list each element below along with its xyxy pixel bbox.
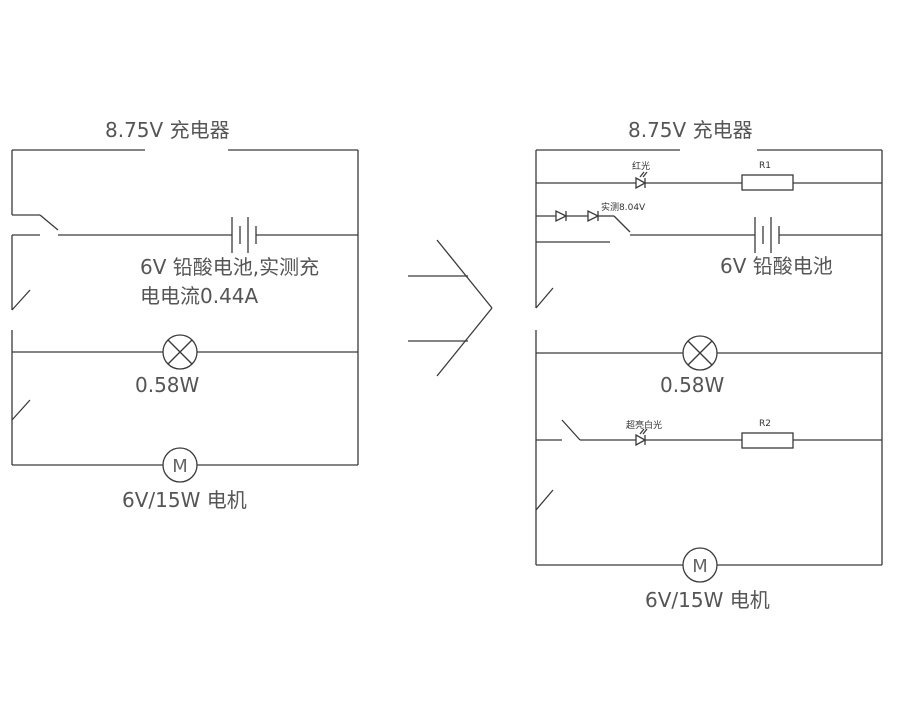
charger-label-right: 8.75V 充电器 [628,118,753,142]
motor-letter: M [172,456,188,477]
motor-symbol-right: M [682,547,718,583]
motor-label: 6V/15W 电机 [122,488,247,512]
diode-2-symbol [587,209,600,223]
diode-1-symbol [555,209,568,223]
battery-label-line-1: 6V 铅酸电池,实测充 [140,255,319,279]
lamp-label-right: 0.58W [660,373,725,397]
motor-label-right: 6V/15W 电机 [645,588,770,612]
r2-label: R2 [759,419,771,429]
left-circuit: M 8.75V 充电器 6V 铅酸电池,实测充 电电流0.44A 0.58W 6… [11,118,359,512]
lamp-label: 0.58W [135,373,200,397]
red-led-label: 红光 [632,160,650,172]
right-circuit: M 8.75V 充电器 红光 R1 实测8.04V 6V 铅酸电池 0.58W … [535,118,883,612]
transform-arrow [408,239,493,377]
battery-symbol-right [754,217,780,253]
red-led-symbol [635,171,648,190]
battery-symbol [231,217,257,253]
resistor-r2 [741,432,794,449]
lamp-symbol [162,334,198,370]
charger-label: 8.75V 充电器 [105,118,230,142]
battery-label-right: 6V 铅酸电池 [720,254,833,278]
white-led-symbol [635,428,648,447]
motor-letter-right: M [692,556,708,577]
motor-symbol: M [162,447,198,483]
white-led-label: 超亮白光 [626,419,662,431]
measured-voltage-label: 实测8.04V [601,201,646,213]
resistor-r1 [741,174,794,191]
lamp-symbol-right [682,335,718,371]
r1-label: R1 [759,161,771,171]
battery-label-line-2: 电电流0.44A [140,284,259,308]
